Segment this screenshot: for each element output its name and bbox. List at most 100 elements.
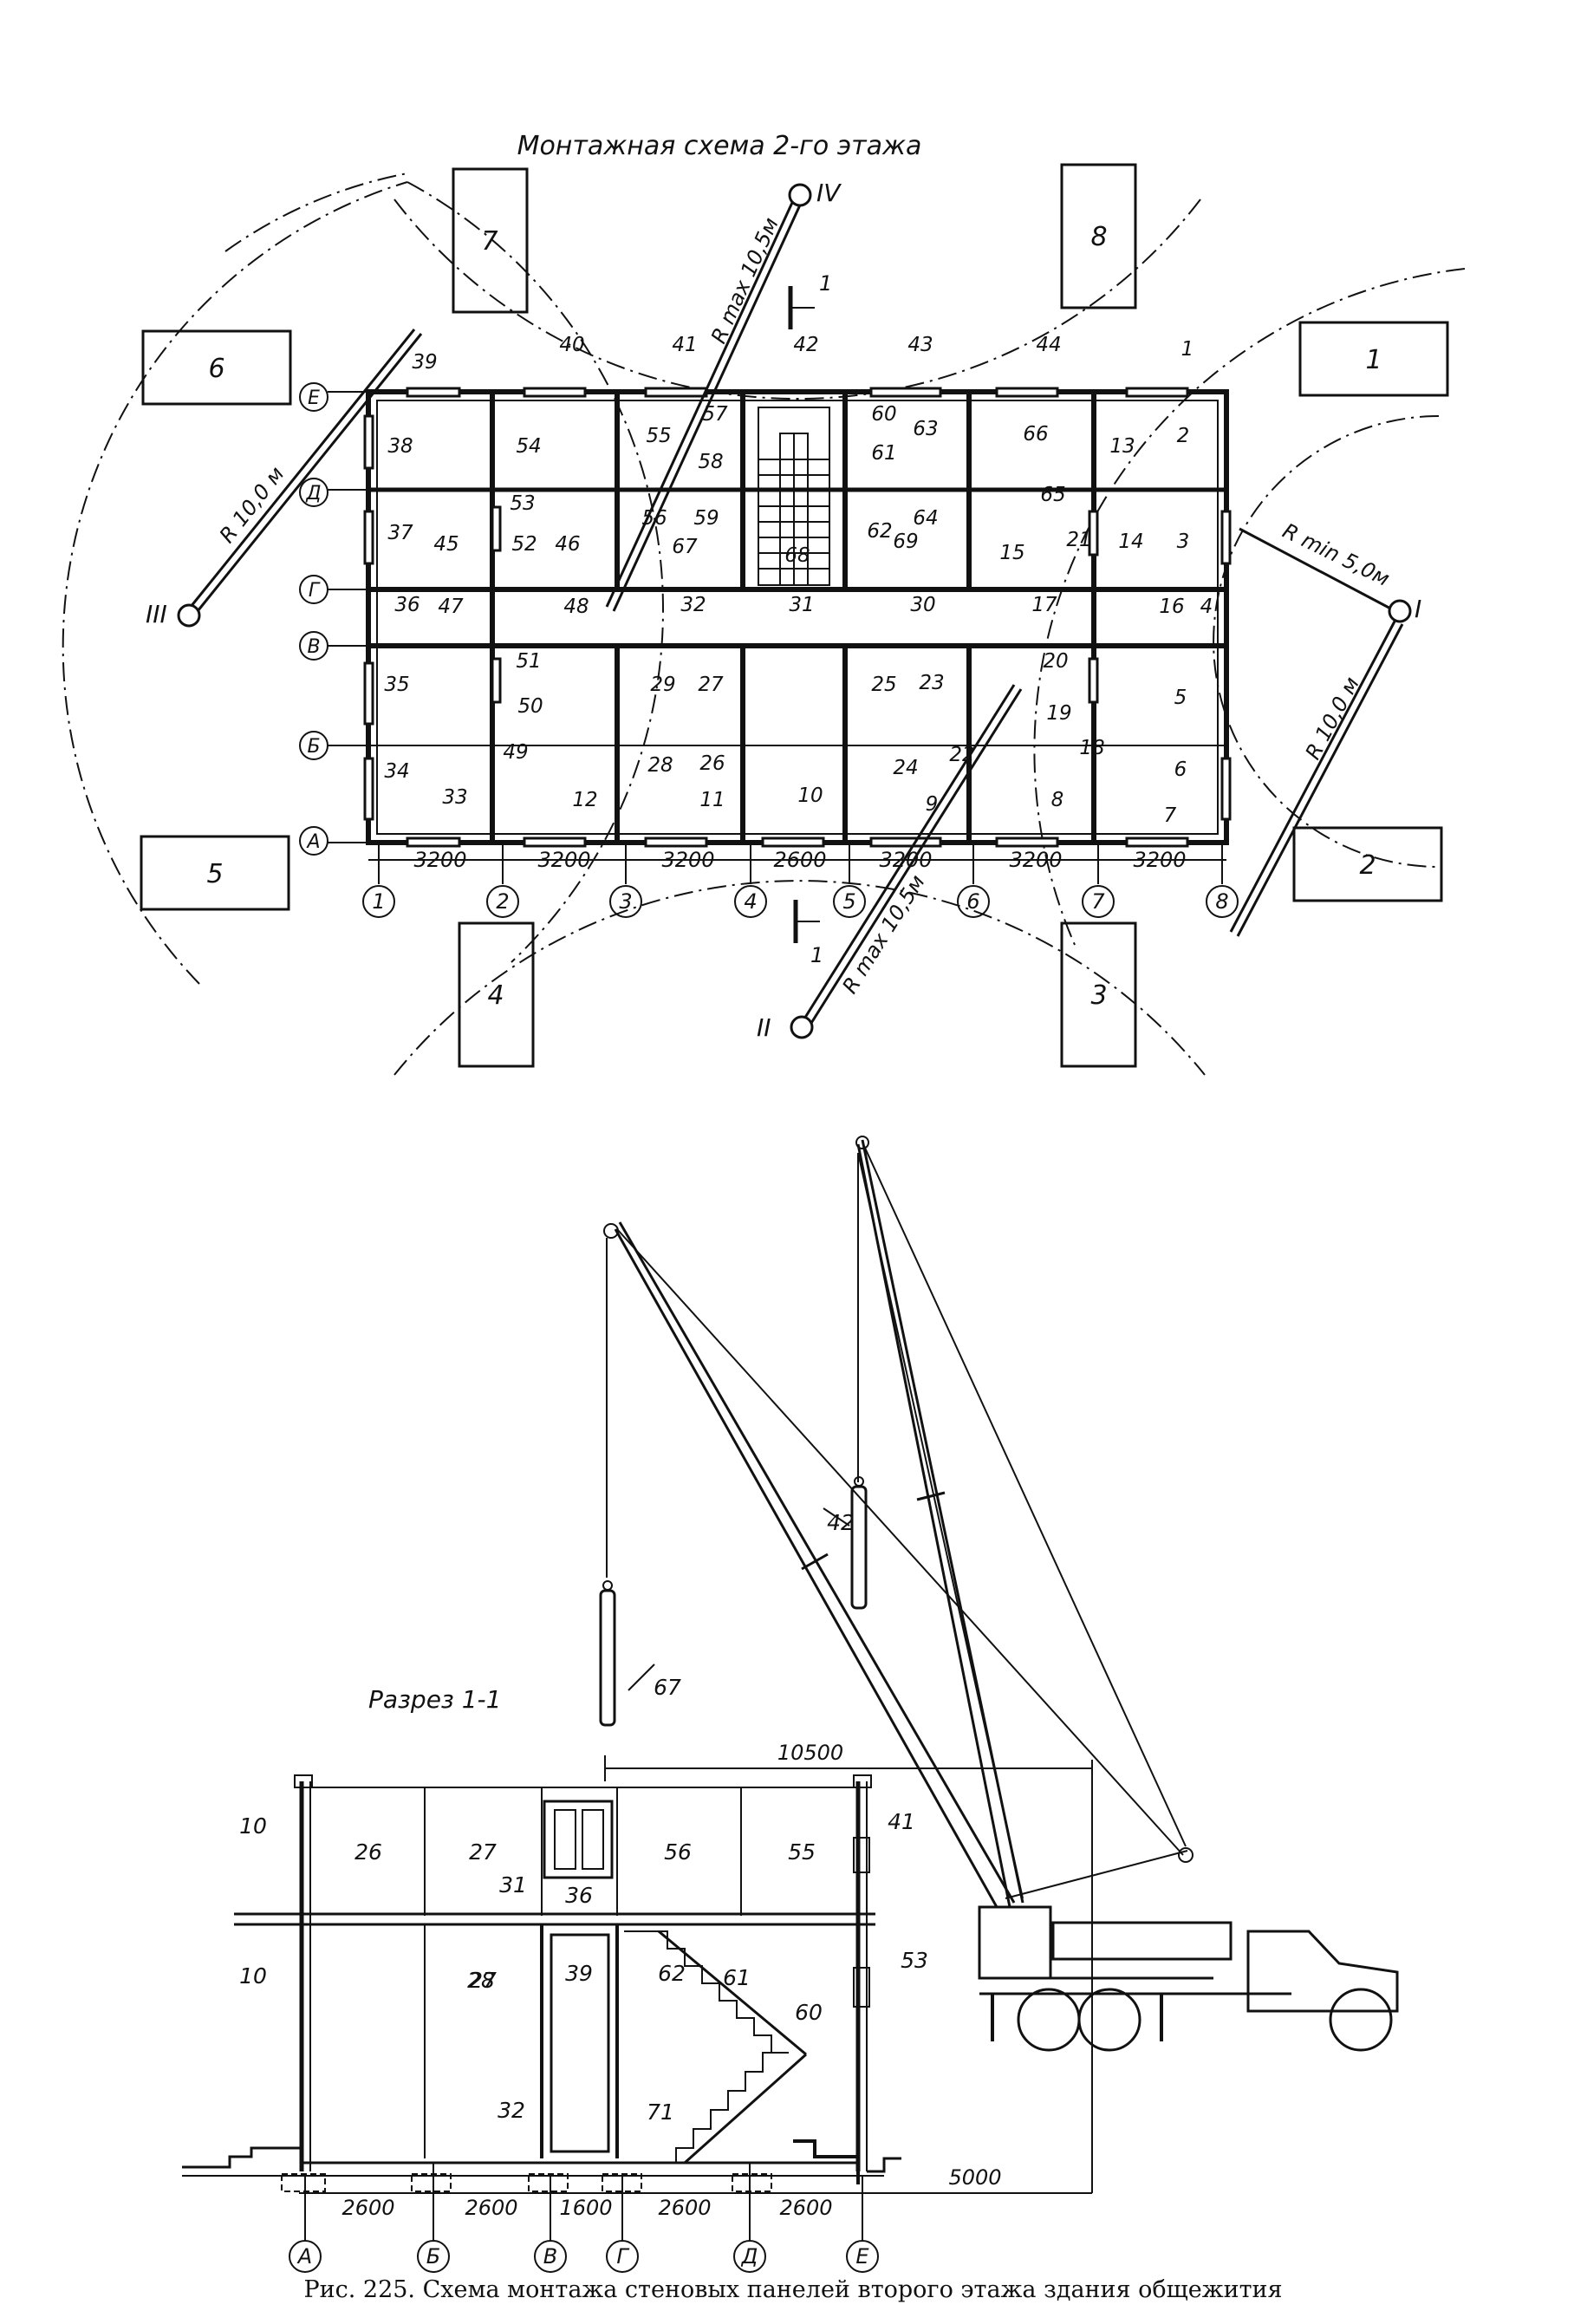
plan-panel-34: 34 — [384, 760, 409, 783]
arc-stop-I-inner — [1213, 415, 1440, 868]
section-panel-39: 39 — [565, 1961, 593, 1986]
plan-panel-21: 21 — [1066, 529, 1091, 551]
stockpile-label-1: 1 — [1365, 345, 1382, 375]
stockpile-7 — [452, 167, 529, 314]
plan-panel-3: 3 — [1177, 531, 1190, 553]
plan-panel-41: 41 — [672, 334, 697, 356]
plan-panel-44: 44 — [1036, 334, 1061, 356]
stockpile-label-7: 7 — [481, 226, 498, 257]
axis-8: 8 — [1215, 889, 1228, 914]
plan-panel-64: 64 — [913, 507, 938, 530]
section-building — [182, 1774, 901, 2192]
axis-6: 6 — [966, 889, 979, 914]
arc-stop-II — [393, 880, 1206, 1076]
plan-panel-8: 8 — [1051, 789, 1064, 811]
plan-panel-69: 69 — [893, 531, 918, 553]
section-panel-10: 10 — [239, 1813, 267, 1839]
stockpiles — [140, 163, 1449, 1068]
section-dimension-line — [289, 1755, 1093, 2273]
axis-7: 7 — [1091, 889, 1105, 914]
plan-panel-15: 15 — [999, 542, 1024, 564]
stockpile-4 — [458, 921, 535, 1068]
plan-panel-numbers: 1234567891011121314151617181920212223242… — [384, 334, 1213, 827]
stockpile-label-6: 6 — [208, 354, 224, 384]
axis-A: А — [305, 831, 320, 853]
arc-stop-IV — [393, 199, 1201, 400]
section-dim-4: 2600 — [658, 2196, 711, 2220]
section-dim-reach: 10500 — [777, 1741, 843, 1765]
section-mark-bottom: 1 — [810, 943, 823, 967]
plan-panel-68: 68 — [784, 544, 810, 567]
boom-IV — [605, 194, 797, 608]
plan-panel-7: 7 — [1164, 804, 1177, 827]
bay-dim-6: 3200 — [1009, 848, 1062, 872]
plan-panel-65: 65 — [1040, 484, 1065, 506]
section-dim-1: 2600 — [341, 2196, 394, 2220]
section-dim-5: 2600 — [779, 2196, 832, 2220]
stockpile-label-3: 3 — [1090, 980, 1107, 1011]
section-title: Разрез 1-1 — [368, 1685, 501, 1714]
plan-panel-19: 19 — [1046, 702, 1071, 725]
stockpile-5 — [140, 835, 290, 911]
plan-panel-33: 33 — [442, 786, 467, 809]
plan-panel-52: 52 — [511, 533, 537, 556]
plan-panel-20: 20 — [1043, 650, 1068, 673]
plan-panel-2: 2 — [1177, 425, 1190, 447]
section-panel-67: 67 — [654, 1675, 681, 1700]
section-panel-26: 26 — [354, 1839, 382, 1865]
plan-panel-53: 53 — [510, 492, 535, 515]
section-panel-62: 62 — [658, 1961, 686, 1986]
stockpile-labels: 1 2 3 4 5 6 7 8 — [206, 222, 1382, 1011]
arc-stop-III-inner — [407, 181, 664, 963]
section-dim-outrigger: 5000 — [948, 2165, 1001, 2190]
plan-panel-10: 10 — [797, 784, 823, 807]
section-panel-31: 31 — [499, 1872, 527, 1898]
plan-panel-5: 5 — [1174, 687, 1187, 709]
plan-panel-47: 47 — [438, 596, 464, 618]
section-panel-28: 28 — [467, 1968, 495, 1993]
plan-panel-1: 1 — [1181, 338, 1194, 361]
plan-panel-27: 27 — [698, 674, 724, 696]
plan-panel-18: 18 — [1079, 737, 1104, 759]
axis-B: Б — [307, 736, 320, 758]
plan-dimension-line — [362, 843, 1239, 918]
section-dim-2: 2600 — [465, 2196, 517, 2220]
plan-panel-55: 55 — [646, 425, 671, 447]
building-plan — [363, 387, 1232, 848]
section-panel-42: 42 — [827, 1510, 855, 1535]
stop-label-II: II — [757, 1013, 771, 1042]
section-mark-top: 1 — [819, 271, 832, 296]
section-panel-27: 27 — [469, 1968, 497, 1993]
axis-letter-bubbles — [299, 382, 368, 856]
crane-radius-arcs — [62, 173, 1466, 1076]
plan-panel-58: 58 — [698, 451, 723, 473]
stockpile-label-8: 8 — [1090, 222, 1107, 252]
section-panel-56: 56 — [664, 1839, 692, 1865]
section-axis-B: Б — [426, 2244, 440, 2269]
stop-III-circle — [177, 603, 201, 628]
axis-E: Е — [308, 387, 320, 409]
section-panel-61: 61 — [723, 1965, 751, 1990]
stockpile-label-2: 2 — [1359, 850, 1376, 881]
plan-panel-24: 24 — [893, 757, 918, 779]
stockpile-2 — [1292, 826, 1443, 902]
plan-panel-29: 29 — [650, 674, 675, 696]
plan-panel-67: 67 — [672, 536, 698, 558]
stockpile-6 — [141, 329, 292, 406]
plan-panel-4: 4 — [1200, 596, 1213, 618]
plan-panel-57: 57 — [702, 403, 728, 426]
boom-I-long — [1229, 619, 1397, 933]
plan-panel-54: 54 — [516, 435, 541, 458]
section-panel-27: 27 — [469, 1839, 497, 1865]
boom-I-short — [1239, 527, 1396, 613]
plan-panel-25: 25 — [871, 674, 896, 696]
plan-panel-16: 16 — [1159, 596, 1184, 618]
section-panel-71: 71 — [647, 2099, 674, 2125]
stop-label-III: III — [146, 600, 167, 628]
plan-panel-32: 32 — [680, 594, 706, 616]
plan-panel-49: 49 — [503, 741, 528, 764]
bay-dim-7: 3200 — [1133, 848, 1186, 872]
axis-1: 1 — [372, 889, 385, 914]
